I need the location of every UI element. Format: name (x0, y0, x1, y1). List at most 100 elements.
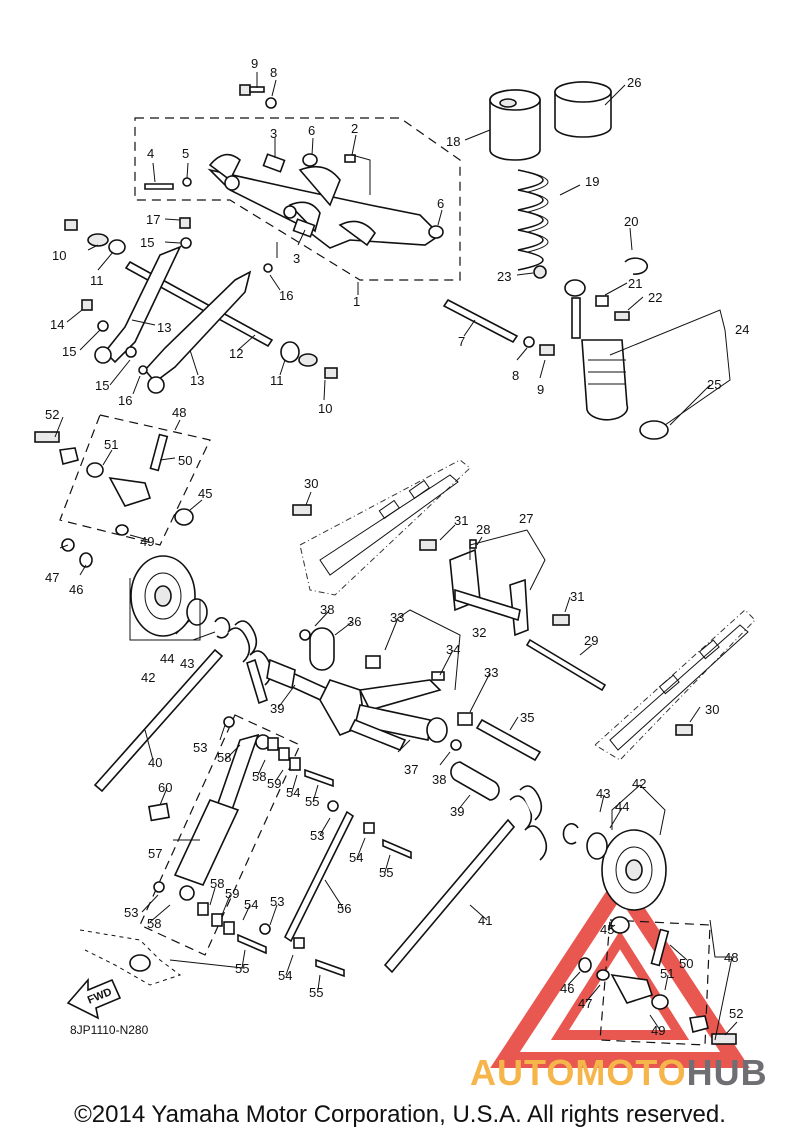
callout-58: 58 (210, 876, 224, 891)
callout-48: 48 (724, 950, 738, 965)
callout-31: 31 (570, 589, 584, 604)
callout-24: 24 (735, 322, 749, 337)
callout-60: 60 (158, 780, 172, 795)
callout-1: 1 (353, 294, 360, 309)
callout-31: 31 (454, 513, 468, 528)
leader-lines (54, 72, 738, 1041)
callout-27: 27 (519, 511, 533, 526)
callout-44: 44 (615, 799, 629, 814)
callout-53: 53 (124, 905, 138, 920)
bolt-9-lower (539, 344, 555, 356)
callout-34: 34 (446, 642, 460, 657)
torsion-spring-right (383, 785, 548, 974)
washer-8-lower (523, 336, 535, 348)
callout-59: 59 (225, 886, 239, 901)
callout-54: 54 (244, 897, 258, 912)
callout-23: 23 (497, 269, 511, 284)
callout-13: 13 (190, 373, 204, 388)
callout-37: 37 (404, 762, 418, 777)
callout-59: 59 (267, 776, 281, 791)
callout-9: 9 (251, 56, 258, 71)
callout-48: 48 (172, 405, 186, 420)
callout-16: 16 (279, 288, 293, 303)
copyright-notice: ©2014 Yamaha Motor Corporation, U.S.A. A… (74, 1101, 726, 1128)
callout-56: 56 (337, 901, 351, 916)
right-wheel-assembly (562, 823, 737, 1045)
callout-53: 53 (193, 740, 207, 755)
upper-hardware (144, 84, 444, 273)
callout-30: 30 (304, 476, 318, 491)
rod-7 (442, 298, 519, 344)
callout-29: 29 (584, 633, 598, 648)
group-box-42-lower (599, 919, 711, 1046)
watermark-text-2: HUB (686, 1052, 768, 1093)
callout-8: 8 (270, 65, 277, 80)
rail-bracket-assembly (292, 504, 693, 736)
torsion-spring-left (93, 620, 273, 793)
callout-33: 33 (390, 610, 404, 625)
callout-25: 25 (707, 377, 721, 392)
callout-41: 41 (478, 913, 492, 928)
callout-7: 7 (458, 334, 465, 349)
frame-silhouette (79, 929, 182, 986)
callout-11: 11 (270, 373, 284, 388)
callout-19: 19 (585, 174, 599, 189)
callout-55: 55 (379, 865, 393, 880)
callout-49: 49 (651, 1023, 665, 1038)
callout-45: 45 (198, 486, 212, 501)
callout-labels: 9 8 4 5 3 6 2 6 17 15 3 10 11 16 1 14 13… (45, 56, 749, 1038)
callout-38: 38 (432, 772, 446, 787)
callout-6: 6 (308, 123, 315, 138)
callout-51: 51 (660, 966, 674, 981)
callout-35: 35 (520, 710, 534, 725)
callout-10: 10 (52, 248, 66, 263)
callout-58: 58 (147, 916, 161, 931)
callout-12: 12 (229, 346, 243, 361)
callout-47: 47 (578, 996, 592, 1011)
callout-54: 54 (286, 785, 300, 800)
callout-20: 20 (624, 214, 638, 229)
callout-51: 51 (104, 437, 118, 452)
callout-13: 13 (157, 320, 171, 335)
left-wheel-assembly (34, 431, 231, 639)
slide-rail-right (594, 609, 756, 761)
lower-damper-assembly (147, 716, 412, 978)
callout-43: 43 (180, 656, 194, 671)
callout-58: 58 (217, 750, 231, 765)
callout-45: 45 (600, 922, 614, 937)
callout-22: 22 (648, 290, 662, 305)
callout-53: 53 (270, 894, 284, 909)
callout-40: 40 (148, 755, 162, 770)
callout-26: 26 (627, 75, 641, 90)
callout-54: 54 (349, 850, 363, 865)
callout-44: 44 (160, 651, 174, 666)
callout-15: 15 (95, 378, 109, 393)
callout-16: 16 (118, 393, 132, 408)
callout-50: 50 (178, 453, 192, 468)
callout-6: 6 (437, 196, 444, 211)
callout-8: 8 (512, 368, 519, 383)
group-box-57 (139, 714, 301, 956)
callout-39: 39 (450, 804, 464, 819)
watermark-triangle (490, 870, 750, 1068)
callout-52: 52 (45, 407, 59, 422)
callout-33: 33 (484, 665, 498, 680)
callout-57: 57 (148, 846, 162, 861)
callout-46: 46 (560, 981, 574, 996)
watermark-text-1: AUTOMOTO (470, 1052, 687, 1093)
callout-39: 39 (270, 701, 284, 716)
group-box-1 (134, 117, 461, 281)
callout-46: 46 (69, 582, 83, 597)
callout-58: 58 (252, 769, 266, 784)
callout-11: 11 (90, 273, 104, 288)
callout-30: 30 (705, 702, 719, 717)
fwd-arrow-icon: FWD (66, 977, 122, 1020)
callout-55: 55 (305, 794, 319, 809)
callout-43: 43 (596, 786, 610, 801)
callout-4: 4 (147, 146, 154, 161)
center-arm-assembly (266, 627, 542, 801)
callout-9: 9 (537, 382, 544, 397)
callout-18: 18 (446, 134, 460, 149)
shock-absorber (489, 81, 669, 440)
